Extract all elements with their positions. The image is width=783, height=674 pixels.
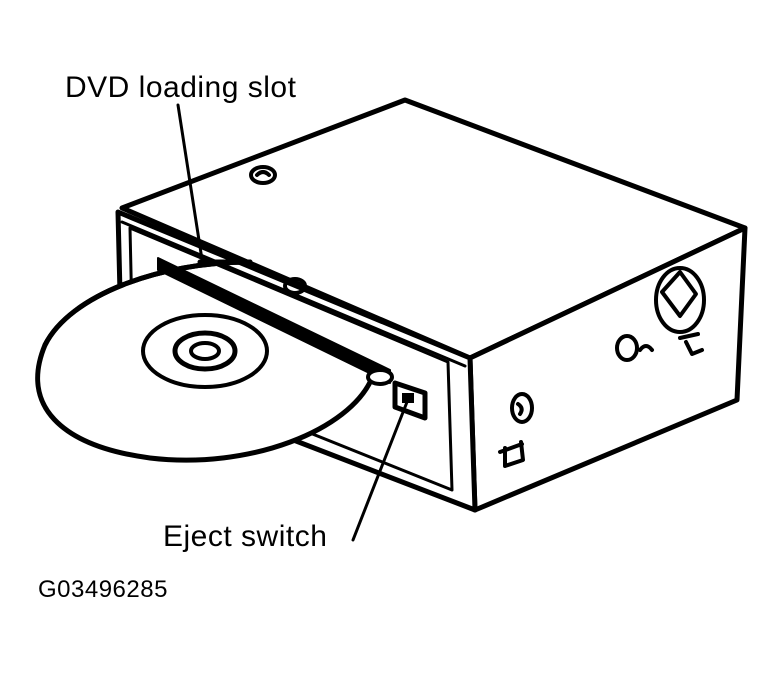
disc-hub-hole <box>189 341 221 361</box>
disc-hub-middle <box>172 330 238 372</box>
mounting-bracket-icon <box>498 266 706 468</box>
disc-hub-outer <box>141 313 269 389</box>
loading-slot-label: DVD loading slot <box>65 71 297 104</box>
loading-slot <box>157 257 394 386</box>
eject-switch-label: Eject switch <box>163 520 328 553</box>
screw-icon <box>249 165 654 424</box>
leader-lines <box>176 103 409 542</box>
figure-code: G03496285 <box>38 576 168 603</box>
eject-leader-line <box>351 400 409 542</box>
slot-leader-line <box>176 103 205 268</box>
eject-button-icon <box>392 380 428 421</box>
